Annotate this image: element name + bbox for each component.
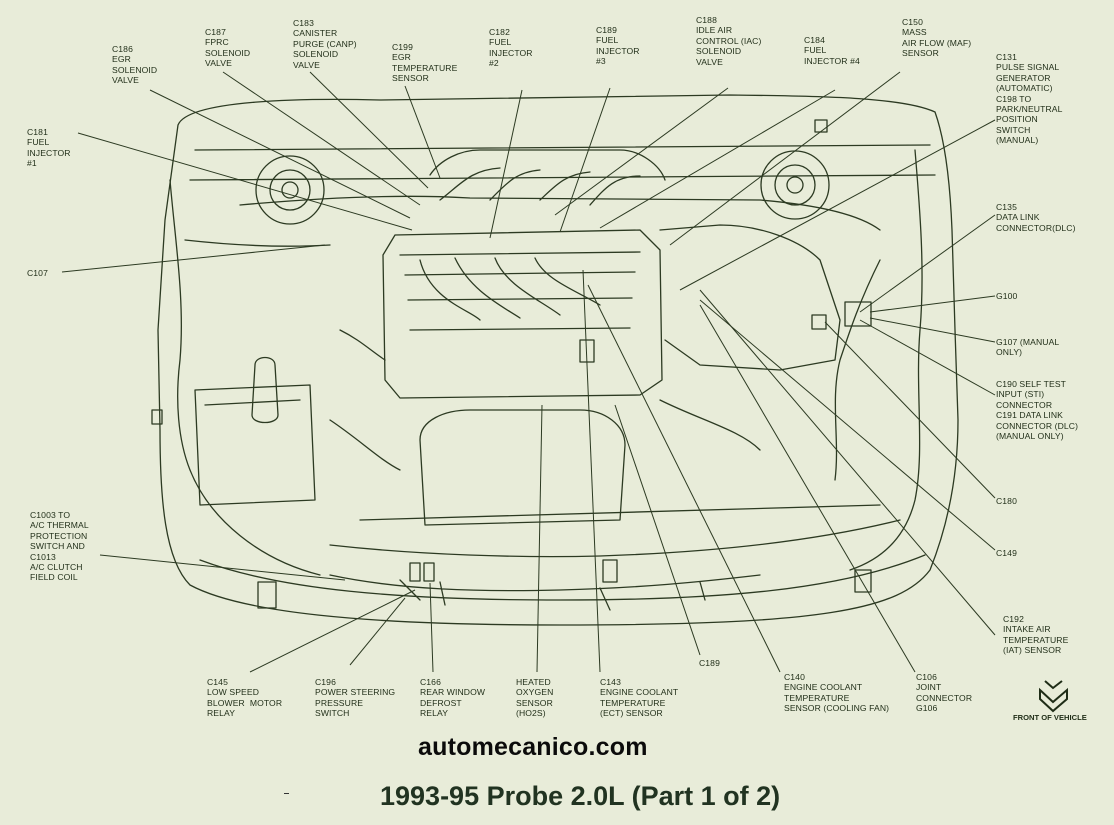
leader-c189-inj	[559, 87, 611, 233]
website-watermark: automecanico.com	[418, 733, 648, 761]
callout-c150: C150 MASS AIR FLOW (MAF) SENSOR	[902, 17, 972, 59]
callout-c166: C166 REAR WINDOW DEFROST RELAY	[420, 677, 486, 719]
callout-c182: C182 FUEL INJECTOR #2	[489, 27, 533, 69]
leader-c192	[699, 289, 996, 636]
right-harness	[834, 149, 923, 571]
connector-block	[423, 562, 435, 582]
callout-c140: C140 ENGINE COOLANT TEMPERATURE SENSOR (…	[784, 672, 890, 714]
coolant-reservoir	[251, 356, 279, 424]
left-harness	[169, 179, 331, 576]
leader-c149	[699, 299, 996, 551]
connector-block	[602, 559, 618, 583]
front-harness	[329, 574, 761, 611]
callout-c1003: C1003 TO A/C THERMAL PROTECTION SWITCH A…	[30, 510, 89, 583]
left-strut-inner	[269, 169, 311, 211]
callout-c184: C184 FUEL INJECTOR #4	[804, 35, 860, 66]
leader-c166	[429, 582, 434, 673]
leader-c1003	[99, 554, 346, 581]
leader-c182	[489, 89, 523, 239]
battery	[194, 384, 316, 506]
left-strut-cap	[281, 181, 299, 199]
leader-g100	[869, 295, 996, 313]
leader-c196	[349, 597, 406, 666]
leader-c186	[149, 89, 411, 219]
leader-c145	[249, 589, 416, 673]
left-strut-tower	[255, 155, 325, 225]
callout-c180: C180	[996, 496, 1017, 506]
intake-runners	[429, 149, 666, 206]
leader-c180	[824, 321, 996, 499]
leader-ho2s	[536, 404, 543, 673]
callout-c188: C188 IDLE AIR CONTROL (IAC) SOLENOID VAL…	[696, 15, 762, 67]
leader-c199	[404, 85, 441, 179]
callout-ho2s: HEATED OXYGEN SENSOR (HO2S)	[516, 677, 554, 719]
valve-cover	[399, 251, 641, 331]
leader-c131	[679, 119, 996, 291]
callout-c186: C186 EGR SOLENOID VALVE	[112, 44, 158, 86]
leader-c143	[582, 269, 601, 673]
callout-g100: G100	[996, 291, 1018, 301]
leader-c106	[699, 304, 916, 673]
body-outline	[157, 94, 959, 626]
leader-c140	[587, 284, 781, 673]
callout-c189: C189	[699, 658, 720, 668]
callout-c189-injector: C189 FUEL INJECTOR #3	[596, 25, 640, 67]
leader-g107	[869, 317, 996, 343]
right-strut-tower	[760, 150, 830, 220]
callout-c145: C145 LOW SPEED BLOWER MOTOR RELAY	[207, 677, 283, 719]
diagram-title: 1993-95 Probe 2.0L (Part 1 of 2)	[380, 781, 781, 811]
callout-c187: C187 FPRC SOLENOID VALVE	[205, 27, 251, 69]
oil-pan	[419, 409, 626, 526]
leader-c183	[309, 71, 429, 189]
connector-block	[151, 409, 163, 425]
connector-block	[854, 569, 872, 593]
right-strut-inner	[774, 164, 816, 206]
callout-c181: C181 FUEL INJECTOR #1	[27, 127, 71, 169]
stray-mark	[284, 793, 289, 794]
connector-block	[409, 562, 421, 582]
leader-c181	[77, 132, 413, 231]
leader-c188	[554, 87, 729, 216]
callout-c196: C196 POWER STEERING PRESSURE SWITCH	[315, 677, 396, 719]
callout-c135: C135 DATA LINK CONNECTOR(DLC)	[996, 202, 1076, 233]
leader-c135	[859, 214, 996, 313]
leader-c189	[614, 404, 701, 656]
callout-c149: C149	[996, 548, 1017, 558]
plug-wires	[419, 257, 601, 321]
leader-c107	[61, 244, 326, 273]
connector-block	[814, 119, 828, 133]
cowl	[239, 195, 881, 231]
connector-block	[844, 301, 872, 327]
right-strut-cap	[786, 176, 804, 194]
leader-c150	[669, 71, 901, 246]
radiator-support	[329, 519, 901, 558]
callout-g107: G107 (MANUAL ONLY)	[996, 337, 1060, 358]
leader-c187	[222, 71, 421, 206]
engine-block	[382, 229, 663, 399]
hoses	[329, 329, 761, 471]
leader-c190	[859, 319, 996, 396]
front-arrow-icon	[1039, 680, 1068, 713]
callout-c106: C106 JOINT CONNECTOR G106	[916, 672, 973, 714]
inner-outline	[189, 144, 936, 601]
callout-c183: C183 CANISTER PURGE (CANP) SOLENOID VALV…	[293, 18, 357, 70]
air-cleaner	[659, 224, 841, 371]
callout-c190: C190 SELF TEST INPUT (STI) CONNECTOR C19…	[996, 379, 1079, 442]
front-of-vehicle-label: FRONT OF VEHICLE	[1013, 713, 1087, 722]
connector-block	[811, 314, 827, 330]
callout-c143: C143 ENGINE COOLANT TEMPERATURE (ECT) SE…	[600, 677, 679, 719]
connector-block	[257, 581, 277, 609]
leader-c184	[599, 89, 836, 229]
callout-c131: C131 PULSE SIGNAL GENERATOR (AUTOMATIC) …	[996, 52, 1063, 146]
callout-c107: C107	[27, 268, 48, 278]
callout-c199: C199 EGR TEMPERATURE SENSOR	[392, 42, 458, 84]
callout-c192: C192 INTAKE AIR TEMPERATURE (IAT) SENSOR	[1003, 614, 1069, 656]
